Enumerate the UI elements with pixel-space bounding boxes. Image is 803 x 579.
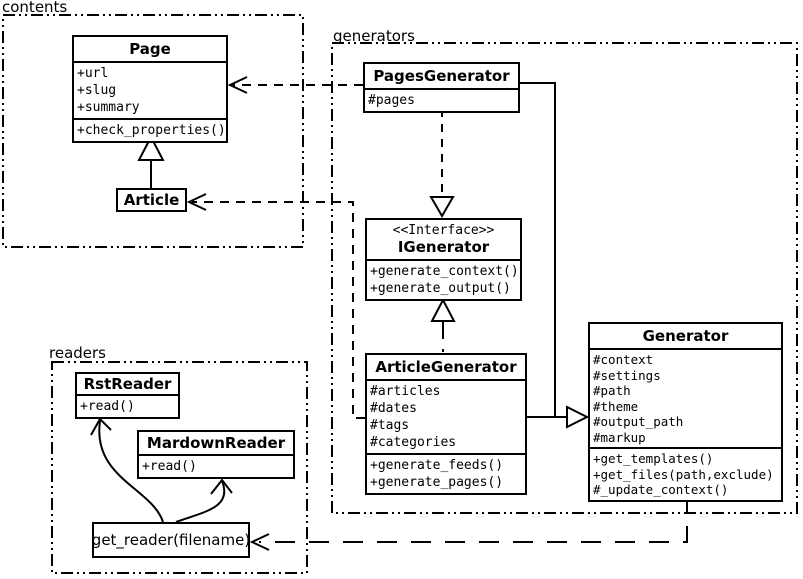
open-arrowhead-mardownreader — [210, 478, 233, 495]
method-row: +generate_pages() — [370, 475, 504, 490]
attribute-row: +summary — [77, 100, 140, 115]
method-row: +get_templates() — [593, 451, 714, 466]
class-articlegenerator-title: ArticleGenerator — [375, 358, 517, 376]
hollow-triangle-igenerator-bottom — [430, 297, 456, 322]
class-igenerator-title: IGenerator — [397, 238, 490, 256]
method-row: +generate_context() — [370, 264, 519, 279]
class-mardownreader-methods: +read() — [139, 454, 293, 477]
attribute-row: #settings — [593, 367, 661, 383]
method-row: +generate_feeds() — [370, 458, 504, 473]
attribute-row: #dates — [370, 401, 417, 416]
class-rstreader: RstReader +read() — [75, 372, 180, 419]
edge-pagesgenerator-extends-generator — [520, 82, 556, 417]
method-row: +get_files(path,exclude) — [593, 466, 774, 482]
attribute-row: +slug — [77, 83, 117, 98]
class-articlegenerator-attributes: #articles #dates #tags #categories — [367, 379, 525, 453]
attribute-row: +url — [77, 66, 109, 81]
class-page: Page +url +slug +summary +check_properti… — [72, 35, 228, 143]
generators-package-label: generators — [333, 27, 415, 45]
attribute-row: #markup — [593, 429, 646, 445]
readers-package-label: readers — [49, 344, 106, 362]
attribute-row: #tags — [370, 418, 410, 433]
edge-generator-uses-getreader — [259, 492, 688, 543]
attribute-row: #path — [593, 383, 631, 398]
hollow-triangle-page — [137, 134, 165, 161]
class-pagesgenerator: PagesGenerator #pages — [363, 62, 520, 113]
class-generator-title: Generator — [642, 327, 729, 345]
class-article-title: Article — [123, 191, 180, 209]
method-row: +check_properties() — [77, 123, 226, 138]
method-row: #_update_context() — [593, 482, 729, 497]
attribute-row: #pages — [368, 93, 415, 108]
class-generator-methods: +get_templates() +get_files(path,exclude… — [590, 447, 781, 500]
function-get-reader: get_reader(filename) — [92, 522, 250, 558]
class-igenerator: <<Interface>> IGenerator +generate_conte… — [365, 218, 522, 301]
class-generator: Generator #context #settings #path #them… — [588, 322, 783, 502]
edge-getreader-to-mardownreader — [175, 480, 226, 523]
function-get-reader-label: get_reader(filename) — [91, 531, 251, 549]
attribute-row: #theme — [593, 398, 639, 414]
attribute-row: #categories — [370, 435, 457, 450]
class-page-title: Page — [129, 40, 171, 58]
class-igenerator-methods: +generate_context() +generate_output() — [367, 259, 520, 299]
class-generator-attributes: #context #settings #path #theme #output_… — [590, 348, 781, 447]
open-arrowhead-page — [227, 76, 248, 94]
class-page-methods: +check_properties() — [74, 118, 226, 141]
readers-package-border — [51, 361, 308, 574]
class-article: Article — [116, 188, 187, 212]
contents-package-label: contents — [2, 0, 68, 16]
generators-package-border — [331, 42, 798, 514]
contents-package-border — [2, 14, 304, 248]
method-row: +read() — [80, 399, 135, 414]
class-mardownreader: MardownReader +read() — [137, 430, 295, 479]
edge-getreader-to-rstreader — [98, 420, 164, 523]
class-articlegenerator-methods: +generate_feeds() +generate_pages() — [367, 453, 525, 493]
class-page-attributes: +url +slug +summary — [74, 61, 226, 118]
class-rstreader-methods: +read() — [77, 394, 178, 417]
hollow-triangle-igenerator-top — [429, 196, 455, 218]
class-articlegenerator: ArticleGenerator #articles #dates #tags … — [365, 353, 527, 495]
hollow-triangle-generator — [566, 405, 590, 429]
attribute-row: #output_path — [593, 414, 684, 429]
attribute-row: #articles — [370, 384, 441, 399]
class-pagesgenerator-attributes: #pages — [365, 88, 518, 111]
method-row: +generate_output() — [370, 281, 511, 296]
open-arrowhead-article — [186, 193, 207, 211]
method-row: +read() — [142, 459, 197, 474]
class-igenerator-stereotype: <<Interface>> — [392, 223, 495, 238]
class-mardownreader-title: MardownReader — [146, 434, 286, 452]
open-arrowhead-rstreader — [90, 417, 112, 436]
class-pagesgenerator-title: PagesGenerator — [373, 67, 510, 85]
open-arrowhead-getreader — [249, 533, 270, 551]
attribute-row: #context — [593, 352, 654, 367]
edge-articlegenerator-uses-article — [192, 201, 365, 419]
class-rstreader-title: RstReader — [83, 375, 172, 393]
